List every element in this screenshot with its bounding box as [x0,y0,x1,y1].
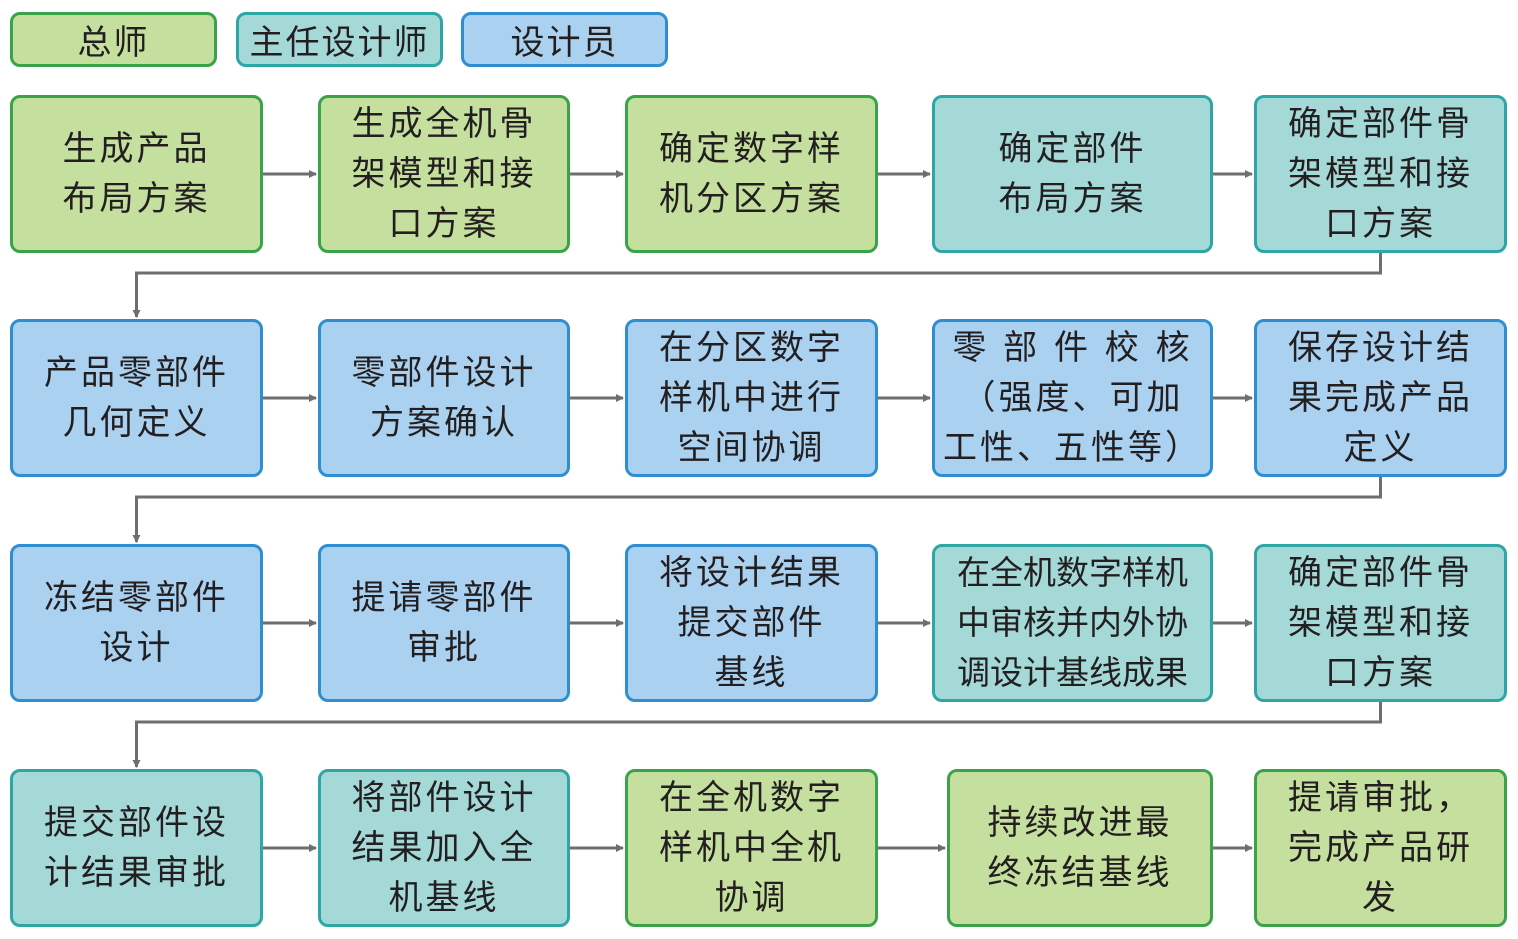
step-box-r3-c3: 将设计结果 提交部件 基线 [625,544,878,702]
step-box-r4-c1: 提交部件设 计结果审批 [10,769,263,927]
step-box-r1-c2: 生成全机骨 架模型和接 口方案 [318,95,570,253]
step-box-r2-c5: 保存设计结 果完成产品 定义 [1254,319,1507,477]
step-box-r1-c3: 确定数字样 机分区方案 [625,95,878,253]
step-box-r3-c4: 在全机数字样机 中审核并内外协 调设计基线成果 [932,544,1213,702]
step-box-r3-c2: 提请零部件 审批 [318,544,570,702]
step-box-r3-c5: 确定部件骨 架模型和接 口方案 [1254,544,1507,702]
step-box-r2-c2: 零部件设计 方案确认 [318,319,570,477]
legend-chief-designer: 总师 [10,12,217,67]
step-box-r4-c3: 在全机数字 样机中全机 协调 [625,769,878,927]
step-box-r3-c1: 冻结零部件 设计 [10,544,263,702]
step-box-r2-c4: 零 部 件 校 核 （强度、可加 工性、五性等） [932,319,1213,477]
step-box-r2-c1: 产品零部件 几何定义 [10,319,263,477]
legend-lead-designer: 主任设计师 [236,12,443,67]
row-connector-3 [132,702,1382,768]
legend-designer: 设计员 [461,12,668,67]
step-box-r4-c4: 持续改进最 终冻结基线 [947,769,1213,927]
row-connector-2 [132,477,1382,543]
row-connector-1 [132,253,1382,318]
step-box-r2-c3: 在分区数字 样机中进行 空间协调 [625,319,878,477]
step-box-r4-c5: 提请审批， 完成产品研 发 [1254,769,1507,927]
step-box-r1-c1: 生成产品 布局方案 [10,95,263,253]
step-box-r1-c4: 确定部件 布局方案 [932,95,1213,253]
step-box-r1-c5: 确定部件骨 架模型和接 口方案 [1254,95,1507,253]
step-box-r4-c2: 将部件设计 结果加入全 机基线 [318,769,570,927]
